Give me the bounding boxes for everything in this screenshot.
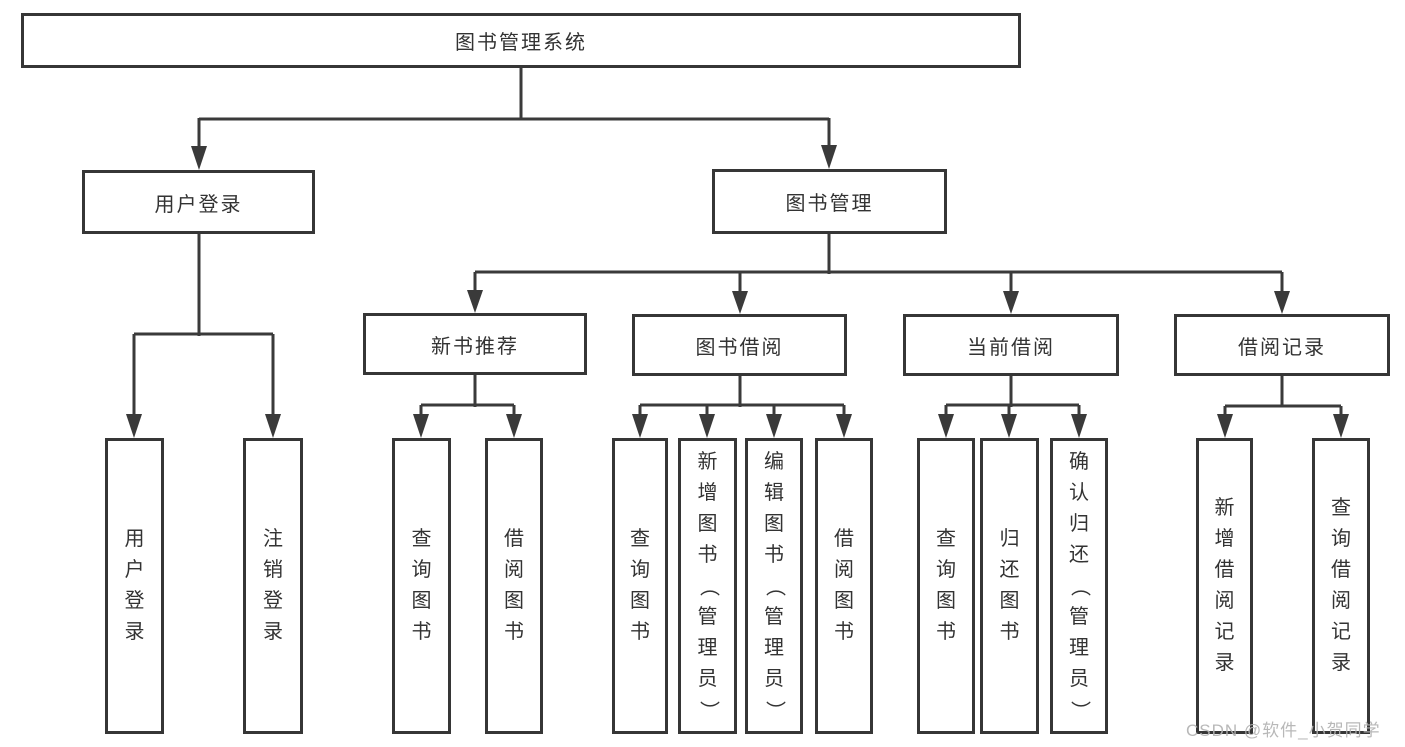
node-label: 图书管理 bbox=[785, 193, 874, 215]
node-user-login-leaf: 用户登录 bbox=[105, 438, 164, 734]
node-nb-borrow-books: 借阅图书 bbox=[485, 438, 543, 734]
node-label: 编辑图书（管理员） bbox=[763, 450, 786, 721]
node-label: 查询图书 bbox=[630, 528, 650, 643]
node-user-login: 用户登录 bbox=[82, 170, 315, 234]
node-label: 借阅图书 bbox=[504, 528, 524, 643]
node-label: 借阅图书 bbox=[834, 528, 854, 643]
node-label: 当前借阅 bbox=[967, 336, 1055, 359]
node-label: 图书借阅 bbox=[695, 336, 784, 359]
node-cb-return-books: 归还图书 bbox=[980, 438, 1039, 734]
node-logout: 注销登录 bbox=[243, 438, 303, 734]
node-label: 图书管理系统 bbox=[455, 32, 587, 54]
node-bb-add-books-admin: 新增图书（管理员） bbox=[678, 438, 737, 734]
node-label: 查询图书 bbox=[411, 528, 432, 643]
node-label: 注销登录 bbox=[263, 528, 283, 643]
node-label: 用户登录 bbox=[124, 528, 145, 643]
node-current-borrowing: 当前借阅 bbox=[903, 314, 1119, 376]
node-book-borrowing: 图书借阅 bbox=[632, 314, 847, 376]
node-label: 借阅记录 bbox=[1238, 336, 1326, 359]
node-label: 查询图书 bbox=[936, 528, 956, 643]
node-new-book-recommendation: 新书推荐 bbox=[363, 313, 587, 375]
node-label: 新书推荐 bbox=[431, 335, 519, 358]
node-book-management: 图书管理 bbox=[712, 169, 947, 234]
node-label: 归还图书 bbox=[999, 528, 1020, 643]
node-cb-confirm-return-admin: 确认归还（管理员） bbox=[1050, 438, 1108, 734]
node-label: 确认归还（管理员） bbox=[1068, 450, 1091, 721]
node-book-management-system: 图书管理系统 bbox=[21, 13, 1021, 68]
node-br-add-record: 新增借阅记录 bbox=[1196, 438, 1253, 734]
node-borrowing-records: 借阅记录 bbox=[1174, 314, 1390, 376]
node-nb-query-books: 查询图书 bbox=[392, 438, 451, 734]
node-bb-edit-books-admin: 编辑图书（管理员） bbox=[745, 438, 803, 734]
node-label: 查询借阅记录 bbox=[1331, 497, 1351, 674]
node-br-query-record: 查询借阅记录 bbox=[1312, 438, 1370, 734]
node-label: 新增借阅记录 bbox=[1214, 497, 1235, 674]
node-bb-borrow-books: 借阅图书 bbox=[815, 438, 873, 734]
node-label: 新增图书（管理员） bbox=[697, 450, 719, 721]
node-label: 用户登录 bbox=[154, 193, 243, 216]
node-bb-query-books: 查询图书 bbox=[612, 438, 668, 734]
node-cb-query-books: 查询图书 bbox=[917, 438, 975, 734]
csdn-watermark: CSDN @软件_小贺同学 bbox=[1186, 721, 1381, 740]
